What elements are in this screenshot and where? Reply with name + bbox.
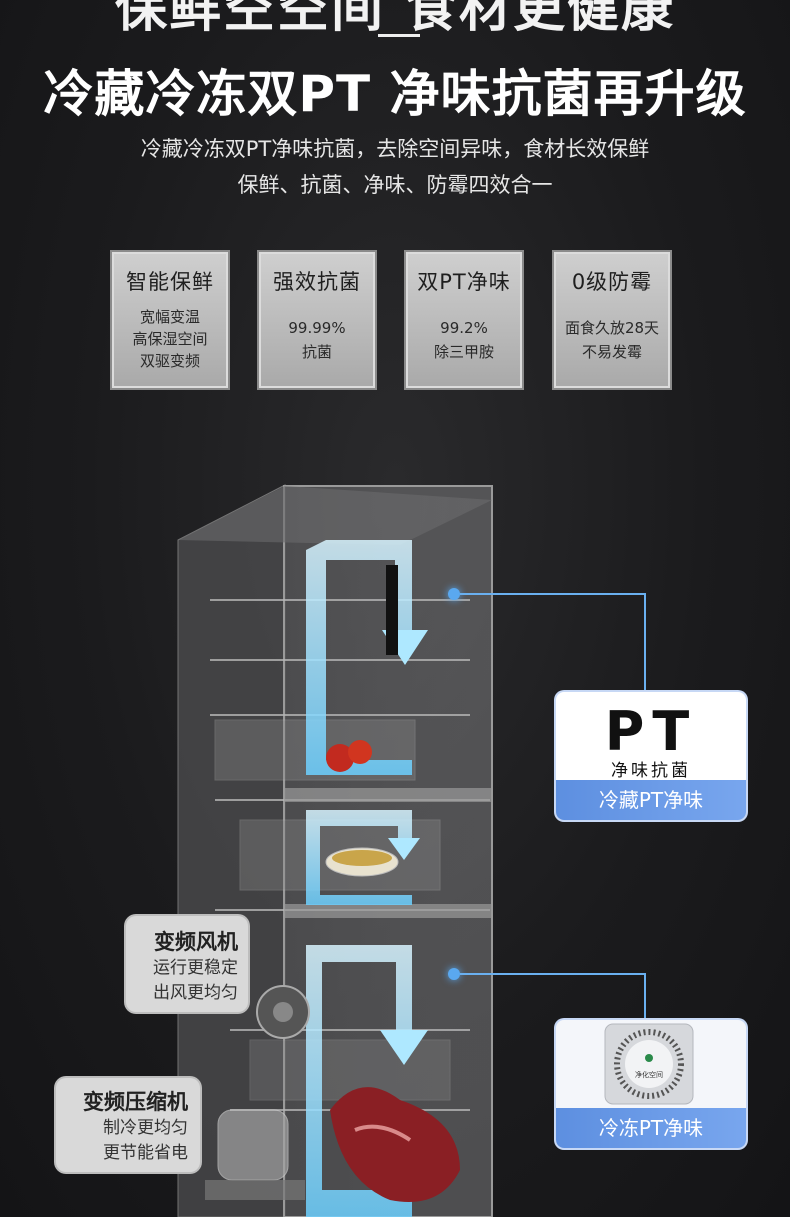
fan-title: 变频风机 (154, 930, 238, 954)
feature-title: 双PT净味 (417, 270, 511, 294)
compressor-line2: 更节能省电 (103, 1143, 188, 1163)
feature-line: 不易发霉 (581, 343, 642, 361)
fan-line1: 运行更稳定 (153, 958, 238, 978)
freezer-pt-label: 冷冻PT净味 (556, 1108, 746, 1148)
pt-subtitle: 净味抗菌 (611, 761, 691, 781)
callout-dot-fridge (448, 588, 460, 600)
feature-line: 面食久放28天 (564, 319, 660, 337)
purifier-badge-text: 净化空间 (635, 1071, 663, 1079)
feature-line: 99.2% (440, 319, 488, 337)
fridge-pt-label: 冷藏PT净味 (556, 780, 746, 820)
subtitle-line2: 保鲜、抗菌、净味、防霉四效合一 (237, 173, 553, 197)
compressor-label: 变频压缩机 制冷更均匀 更节能省电 (56, 1078, 200, 1172)
feature-line: 99.99% (288, 319, 346, 337)
freezer-pt-card: 净化空间 冷冻PT净味 (556, 1020, 746, 1148)
fridge-illustration (177, 484, 493, 1217)
feature-title: 0级防霉 (571, 270, 653, 294)
feature-card-smart-fresh: 智能保鲜 宽幅变温 高保湿空间 双驱变频 (110, 250, 230, 390)
feature-line: 高保湿空间 (132, 330, 208, 348)
callout-line-freezer-h (460, 973, 645, 975)
feature-card-dual-pt: 双PT净味 99.2% 除三甲胺 (404, 250, 524, 390)
callout-line-fridge-v (644, 593, 646, 693)
compressor-title: 变频压缩机 (83, 1090, 188, 1114)
headline: 冷藏冷冻双PT 净味抗菌再升级 (43, 65, 747, 123)
callout-line-fridge-h (460, 593, 645, 595)
feature-line: 宽幅变温 (139, 308, 200, 326)
feature-card-antibacterial: 强效抗菌 99.99% 抗菌 (257, 250, 377, 390)
feature-line: 双驱变频 (139, 352, 200, 370)
feature-title: 强效抗菌 (273, 270, 361, 294)
top-cut-title: 保鲜空空间 食材更健康 (114, 0, 676, 39)
compressor-line1: 制冷更均匀 (103, 1118, 188, 1138)
callout-line-freezer-v (644, 973, 646, 1021)
purifier-module-icon (604, 1023, 694, 1105)
feature-card-anti-mold: 0级防霉 面食久放28天 不易发霉 (552, 250, 672, 390)
pt-logo: PT (604, 700, 698, 763)
feature-line: 抗菌 (301, 343, 332, 361)
feature-line: 除三甲胺 (433, 343, 494, 361)
fan-line2: 出风更均匀 (153, 983, 238, 1003)
feature-title: 智能保鲜 (126, 270, 214, 294)
fan-label: 变频风机 运行更稳定 出风更均匀 (126, 916, 248, 1012)
callout-dot-freezer (448, 968, 460, 980)
fridge-pt-card: PT 净味抗菌 冷藏PT净味 (556, 692, 746, 820)
subtitle-line1: 冷藏冷冻双PT净味抗菌，去除空间异味，食材长效保鲜 (140, 137, 650, 161)
title-divider (378, 34, 420, 37)
